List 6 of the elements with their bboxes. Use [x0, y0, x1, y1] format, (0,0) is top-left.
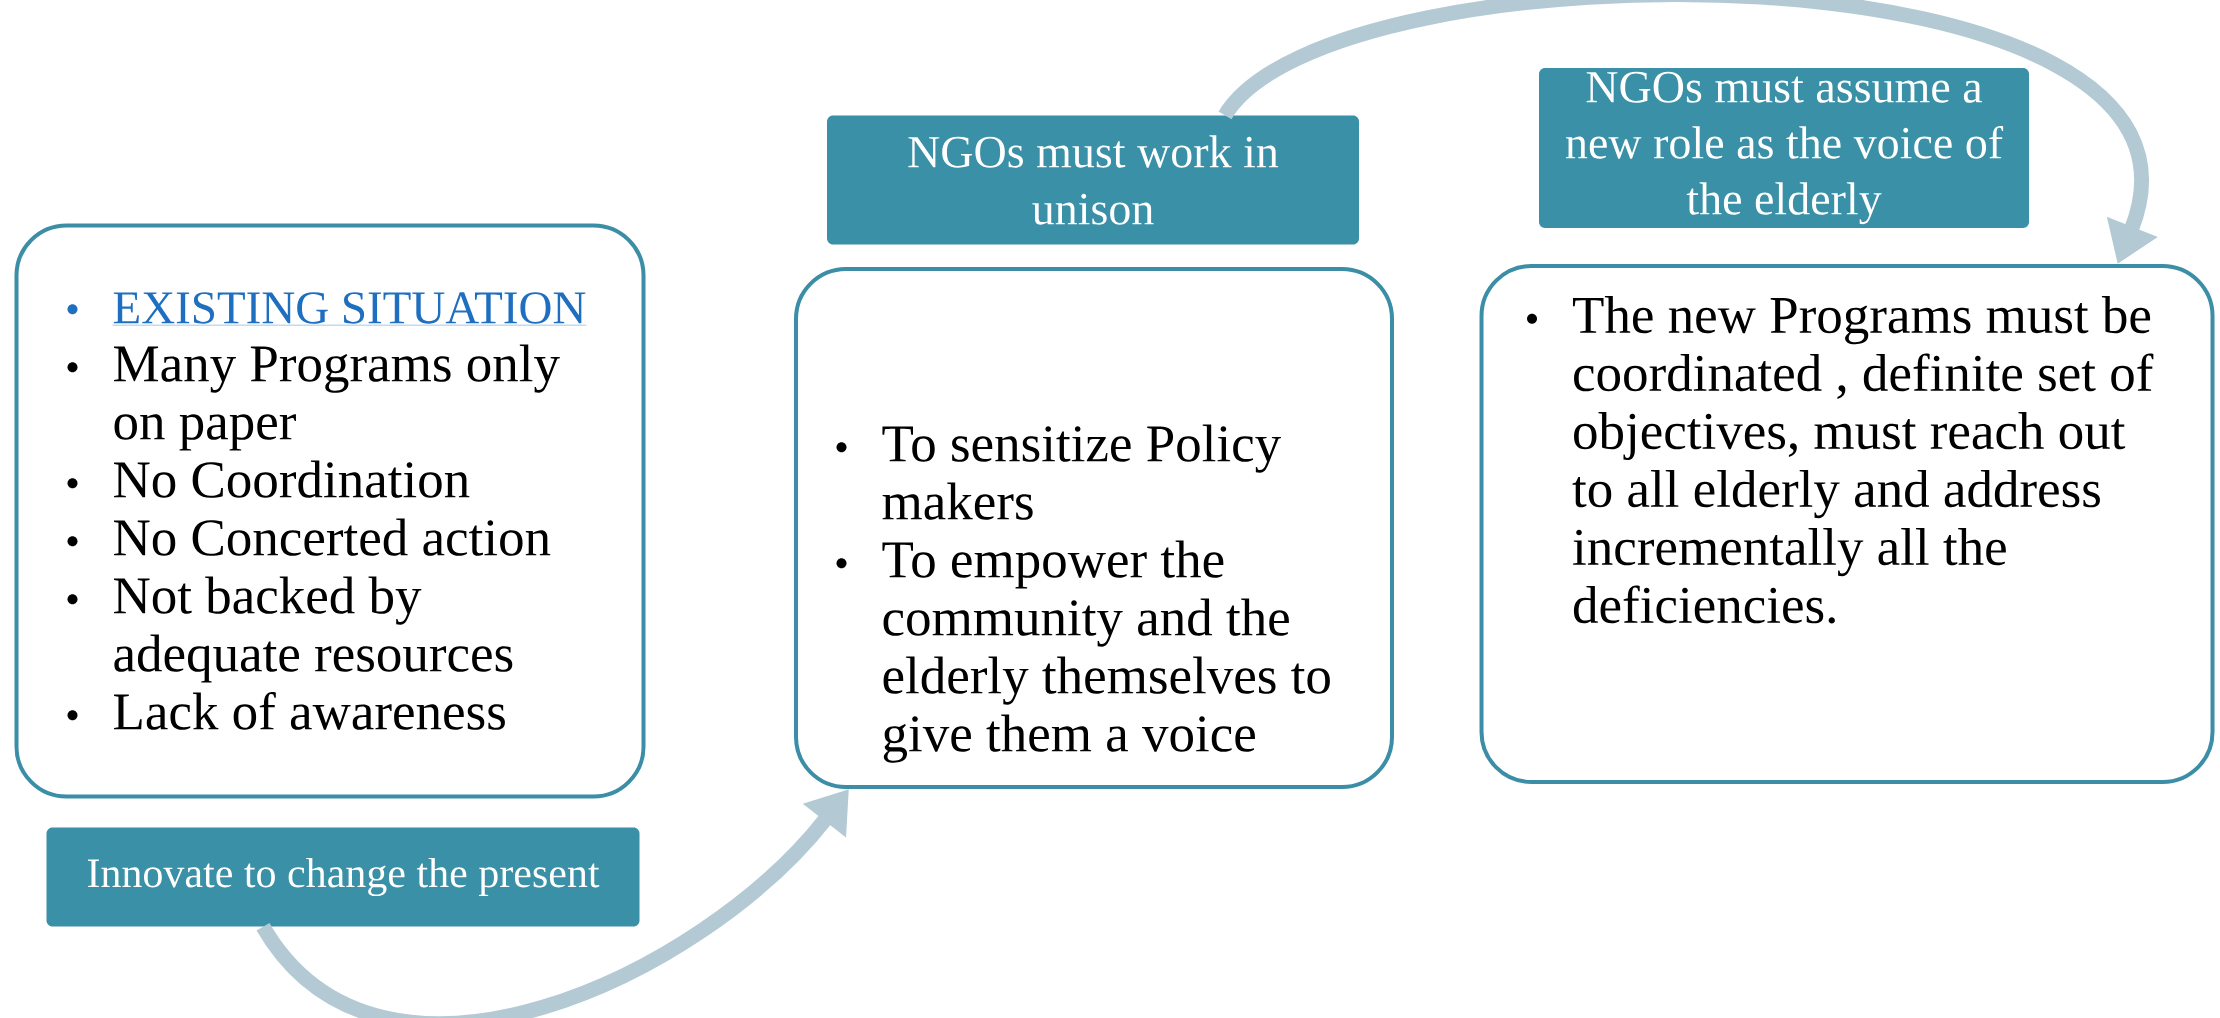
rounded-text-box: EXISTING SITUATION Many Programs only on paper No Coordination No Concerted action Not backed by adequate resources Lack of awareness — [14, 223, 646, 799]
header-box: NGOs must work in unison — [827, 115, 1359, 245]
header-box: Innovate to change the present — [46, 827, 640, 927]
rounded-text-box: To sensitize Policy makers To empower the community and the elderly themselves to give them a voice — [794, 267, 1394, 789]
rounded-text-box: The new Programs must be coordinated , definite set of objectives, must reach out to all elderly and address incrementally all the deficiencies. — [1479, 264, 2215, 784]
header-box: NGOs must assume a new role as the voice of the elderly — [1539, 68, 2029, 228]
